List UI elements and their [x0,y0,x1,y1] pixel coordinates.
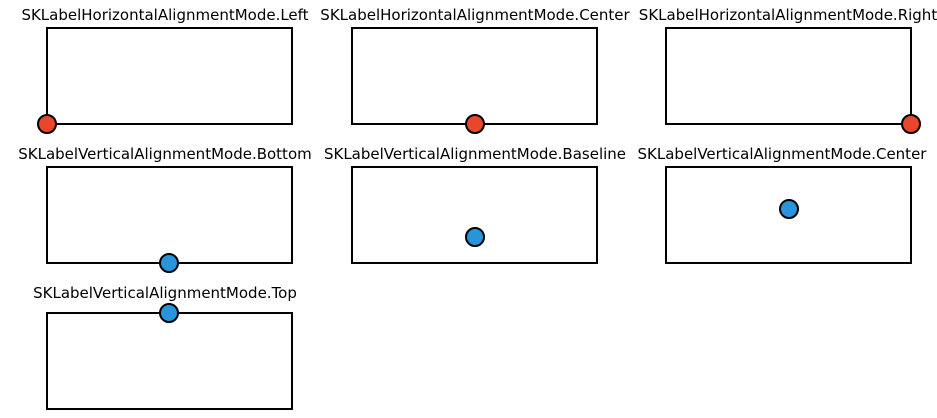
panel-caption: SKLabelVerticalAlignmentMode.Center [638,145,928,163]
panel-vertical-center: SKLabelVerticalAlignmentMode.Center [638,145,928,264]
label-frame [665,27,912,125]
panel-vertical-baseline: SKLabelVerticalAlignmentMode.Baseline [324,145,626,264]
panel-caption: SKLabelVerticalAlignmentMode.Top [33,284,297,302]
anchor-point [901,114,921,134]
anchor-point [465,114,485,134]
panel-caption: SKLabelVerticalAlignmentMode.Bottom [18,145,311,163]
label-frame [351,166,598,264]
label-frame [46,27,293,125]
anchor-point [779,199,799,219]
anchor-point [37,114,57,134]
panel-vertical-bottom: SKLabelVerticalAlignmentMode.Bottom [18,145,312,273]
label-frame [351,27,598,125]
label-frame [46,312,293,410]
panel-horizontal-right: SKLabelHorizontalAlignmentMode.Right [639,6,937,134]
anchor-point [159,303,179,323]
panel-caption: SKLabelVerticalAlignmentMode.Baseline [324,145,626,163]
label-frame [46,166,293,264]
panel-caption: SKLabelHorizontalAlignmentMode.Center [320,6,630,24]
anchor-point [159,253,179,273]
anchor-point [465,227,485,247]
panel-caption: SKLabelHorizontalAlignmentMode.Right [639,6,937,24]
panel-vertical-top: SKLabelVerticalAlignmentMode.Top [33,284,297,410]
panel-caption: SKLabelHorizontalAlignmentMode.Left [21,6,308,24]
panel-horizontal-left: SKLabelHorizontalAlignmentMode.Left [21,6,309,134]
panel-horizontal-center: SKLabelHorizontalAlignmentMode.Center [320,6,631,134]
